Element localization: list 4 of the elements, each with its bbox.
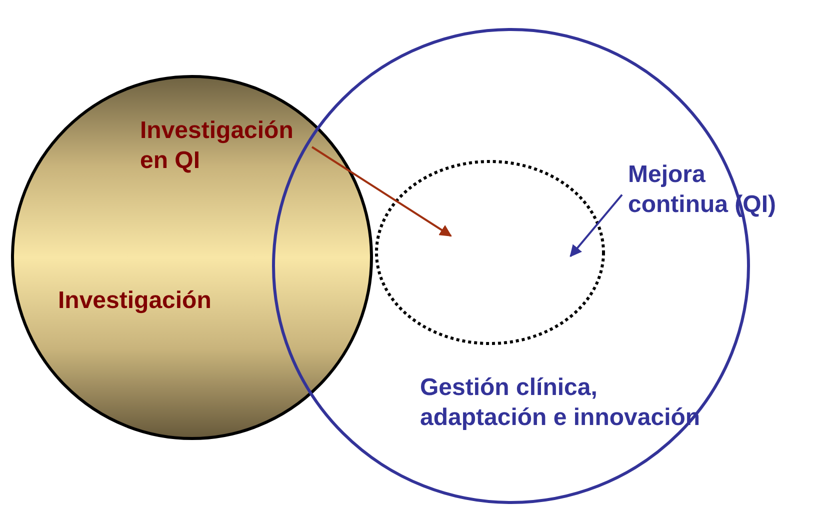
arrow — [570, 194, 623, 258]
arrow — [311, 146, 452, 237]
circle-label: Investigación — [58, 286, 212, 316]
circle-label: Investigación en QI — [140, 116, 294, 176]
